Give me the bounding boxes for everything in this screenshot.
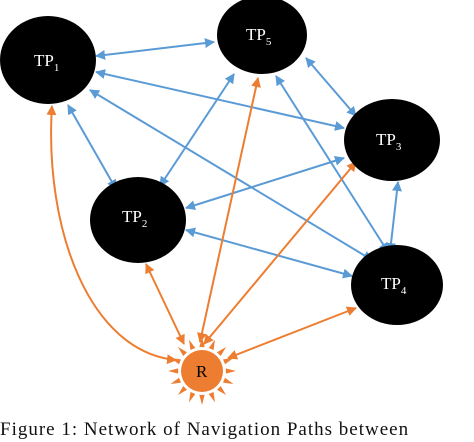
node-tp1: TP1 [0, 16, 96, 104]
sun-ray [188, 392, 196, 403]
sun-ray [168, 368, 179, 374]
node-tp2-label: TP2 [122, 207, 147, 230]
edge-tp1-tp2 [67, 104, 117, 190]
sun-ray [177, 346, 187, 356]
node-tp4-label: TP4 [381, 274, 407, 297]
edge-tp1-tp5 [95, 38, 215, 60]
node-tp5: TP5 [217, 0, 307, 74]
node-r-rays [168, 337, 236, 405]
sun-ray [225, 368, 236, 374]
sun-ray [177, 386, 187, 396]
node-tp1-shape [0, 16, 96, 104]
edge-r-tp5 [197, 77, 261, 343]
sun-ray [199, 337, 205, 348]
sun-ray [188, 339, 196, 350]
sun-ray [223, 357, 234, 365]
edge-tp3-tp4 [386, 181, 402, 253]
node-tp5-label: TP5 [246, 25, 272, 48]
sun-ray [217, 386, 227, 396]
node-tp2-shape [90, 177, 186, 263]
root-edges [46, 77, 357, 365]
node-r-shape [181, 350, 223, 392]
edge-tp1-tp3 [95, 69, 345, 131]
node-tp3-shape [344, 99, 440, 181]
sun-ray [208, 339, 216, 350]
node-r-label: R [196, 362, 208, 381]
edge-tp5-tp3 [305, 57, 357, 117]
edge-tp2-tp4 [185, 227, 353, 279]
sun-ray [223, 377, 234, 385]
sun-ray [199, 394, 205, 405]
node-tp3: TP3 [344, 99, 440, 181]
node-tp5-shape [217, 0, 307, 74]
sun-ray [170, 377, 181, 385]
node-tp1-label: TP1 [34, 51, 59, 74]
sun-ray [208, 392, 216, 403]
edge-r-tp4 [227, 306, 357, 360]
node-tp4: TP4 [351, 245, 443, 325]
edge-tp2-tp3 [185, 155, 345, 211]
edge-r-tp1 [46, 105, 177, 365]
node-tp4-shape [351, 245, 443, 325]
figure-caption: Figure 1: Network of Navigation Paths be… [0, 419, 410, 440]
edge-r-tp2 [145, 263, 185, 345]
node-tp2: TP2 [90, 177, 186, 263]
node-tp3-label: TP3 [376, 130, 402, 153]
sun-ray [170, 357, 181, 365]
node-r: R [168, 337, 236, 405]
sun-ray [217, 346, 227, 356]
